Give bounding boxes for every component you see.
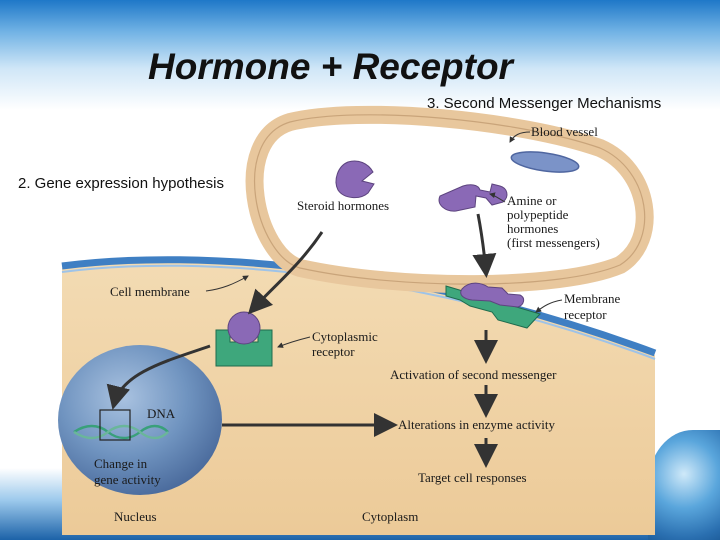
label-nucleus: Nucleus — [114, 509, 157, 524]
label-membrane-receptor-2: receptor — [564, 307, 607, 322]
dna-highlight-box — [99, 409, 131, 441]
label-cell-membrane: Cell membrane — [110, 284, 190, 299]
label-membrane-receptor-1: Membrane — [564, 291, 621, 306]
label-alterations: Alterations in enzyme activity — [398, 417, 556, 432]
amine-hormone-shape — [438, 183, 508, 212]
label-amine-line4: (first messengers) — [507, 235, 600, 250]
red-blood-cell — [510, 151, 580, 173]
arrow-steroid-to-receptor — [247, 231, 324, 315]
label-dna: DNA — [147, 406, 176, 421]
leader-membrane-receptor — [535, 299, 563, 313]
label-activation: Activation of second messenger — [390, 367, 557, 382]
label-target: Target cell responses — [418, 470, 527, 485]
label-change-2: gene activity — [94, 472, 161, 487]
label-steroid-hormones: Steroid hormones — [297, 198, 389, 213]
label-cyto-receptor-1: Cytoplasmic — [312, 329, 378, 344]
steroid-hormone-shape — [335, 160, 375, 198]
leader-amine — [489, 192, 506, 203]
arrow-amine-to-receptor — [472, 213, 497, 278]
leader-blood-vessel — [509, 131, 531, 143]
nucleus-shape — [58, 345, 222, 495]
slide-title: Hormone + Receptor — [148, 46, 513, 87]
header-gradient-background — [0, 0, 720, 110]
header-gene-expression: 2. Gene expression hypothesis — [18, 175, 224, 192]
header-second-messenger: 3. Second Messenger Mechanisms — [427, 95, 662, 112]
arrow-receptor-to-nucleus — [106, 344, 211, 410]
label-amine-line2: polypeptide — [507, 207, 569, 222]
label-change-1: Change in — [94, 456, 148, 471]
label-amine-line3: hormones — [507, 221, 558, 236]
label-blood-vessel: Blood vessel — [531, 124, 598, 139]
dna-helix — [73, 424, 169, 440]
label-cytoplasm: Cytoplasm — [362, 509, 418, 524]
leader-cell-membrane — [205, 275, 249, 292]
leader-cyto-receptor — [277, 336, 311, 348]
label-cyto-receptor-2: receptor — [312, 344, 355, 359]
cytoplasm-region — [62, 261, 655, 535]
label-amine-line1: Amine or — [507, 193, 557, 208]
globe-decoration — [648, 430, 720, 540]
